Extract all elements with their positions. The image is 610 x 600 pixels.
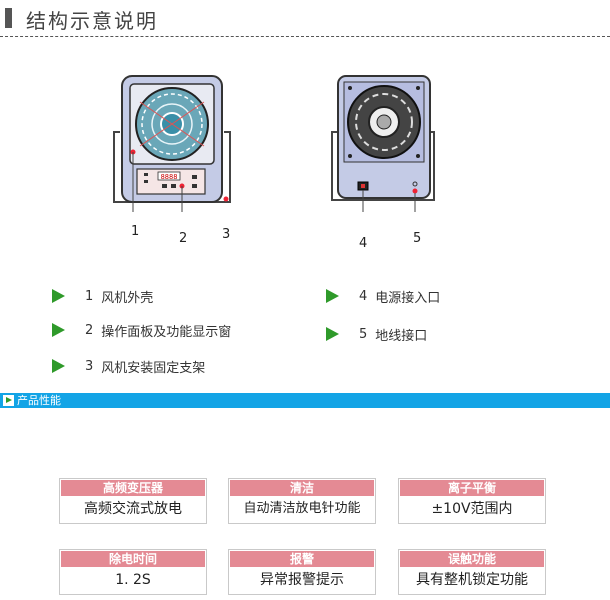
panel-button (192, 175, 197, 179)
legend-item: 1 风机外壳 (52, 286, 153, 306)
fan-guard (355, 93, 413, 151)
mounting-bracket (331, 131, 435, 201)
panel-button (144, 173, 148, 176)
power-socket-light (361, 184, 365, 188)
legend-item: 2 操作面板及功能显示窗 (52, 320, 231, 340)
display-window (157, 171, 181, 181)
feature-card: 误触功能 具有整机锁定功能 (398, 549, 546, 595)
legend-item: 5 地线接口 (326, 324, 427, 344)
feature-title: 清洁 (230, 480, 374, 496)
panel-button (162, 184, 167, 188)
dashed-divider (0, 36, 610, 37)
feature-value: 异常报警提示 (260, 572, 344, 588)
callout-dot-5 (412, 188, 418, 194)
arrow-icon (326, 289, 339, 303)
panel-button (171, 184, 176, 188)
fan-center (376, 114, 392, 130)
feature-value: 自动清洁放电针功能 (243, 501, 361, 516)
legend-item: 4 电源接入口 (326, 286, 440, 306)
callout-5: 5 (413, 231, 422, 246)
feature-title: 报警 (230, 551, 374, 567)
fan-guard-inner (151, 103, 193, 145)
feature-title: 除电时间 (61, 551, 205, 567)
feature-value: 高频交流式放电 (84, 501, 182, 517)
feature-value: 1. 2S (115, 572, 151, 588)
ground-terminal (412, 181, 418, 187)
screw (416, 154, 420, 158)
ion-needle-line (139, 101, 205, 147)
fan-guard (141, 93, 203, 155)
feature-title: 离子平衡 (400, 480, 544, 496)
feature-value: ±10V范围内 (431, 501, 513, 517)
page-title: 结构示意说明 (26, 9, 158, 33)
callout-1: 1 (131, 224, 140, 239)
arrow-icon (52, 359, 65, 373)
feature-title: 高频变压器 (61, 480, 205, 496)
section-title: 产品性能 (17, 394, 61, 407)
feature-value: 具有整机锁定功能 (416, 572, 528, 588)
feature-card: 清洁 自动清洁放电针功能 (228, 478, 376, 524)
front-view-figure: 8888 (113, 75, 231, 212)
rear-view-figure (331, 75, 435, 212)
feature-card: 离子平衡 ±10V范围内 (398, 478, 546, 524)
arrow-icon (52, 289, 65, 303)
screw (348, 86, 352, 90)
legend-item: 3 风机安装固定支架 (52, 356, 205, 376)
section-header: 结构示意说明 (0, 0, 610, 40)
callout-4: 4 (359, 236, 368, 251)
panel-button (144, 180, 148, 183)
arrow-icon (52, 323, 65, 337)
arrow-icon (3, 395, 14, 406)
header-marker (5, 8, 12, 28)
section-bar: 产品性能 (0, 393, 610, 408)
panel-button (192, 184, 197, 188)
feature-card: 高频变压器 高频交流式放电 (59, 478, 207, 524)
feature-card: 报警 异常报警提示 (228, 549, 376, 595)
feature-title: 误触功能 (400, 551, 544, 567)
feature-card: 除电时间 1. 2S (59, 549, 207, 595)
callout-2: 2 (179, 231, 188, 246)
callout-3: 3 (222, 227, 231, 242)
screw (416, 86, 420, 90)
display-digits: 8888 (161, 173, 178, 181)
callout-dot-3 (223, 196, 229, 202)
arrow-icon (326, 327, 339, 341)
screw (348, 154, 352, 158)
